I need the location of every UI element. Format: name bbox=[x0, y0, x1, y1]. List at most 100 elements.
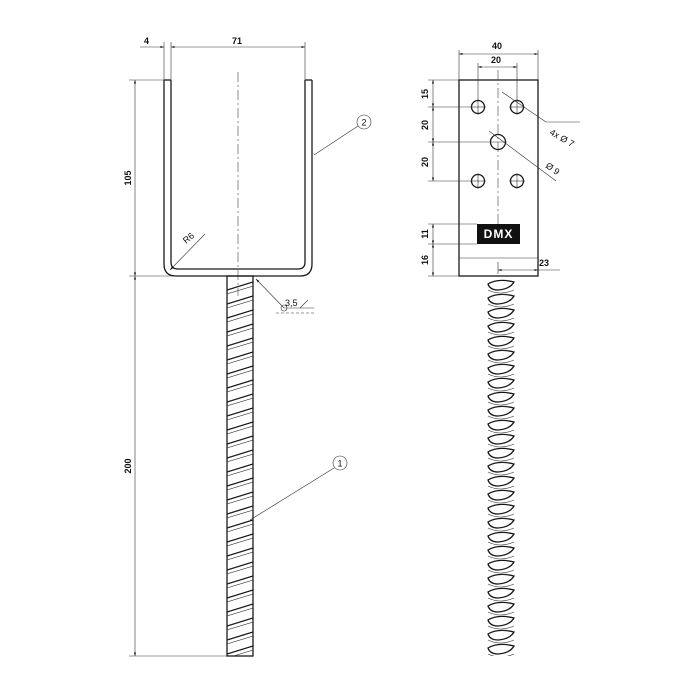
dim-width-total: 40 bbox=[492, 41, 502, 51]
rebar-rib-edge bbox=[487, 317, 515, 322]
rebar-rib-edge bbox=[487, 303, 515, 308]
base-plate bbox=[458, 79, 539, 277]
callout-1: 1 bbox=[249, 455, 348, 521]
rebar-rib bbox=[227, 547, 253, 557]
rebar-rib-edge bbox=[227, 551, 253, 561]
rebar-rib-edge bbox=[227, 313, 253, 323]
rebar-rib-edge bbox=[487, 345, 515, 350]
hole-label-outer: 4x Ø 7 bbox=[548, 127, 576, 149]
rebar-rib-edge bbox=[487, 429, 515, 434]
dim-vertical-1: 15 bbox=[420, 89, 430, 99]
dim-vertical-5: 16 bbox=[420, 255, 430, 265]
rebar-rib-edge bbox=[487, 569, 515, 574]
rebar-rib bbox=[227, 477, 253, 487]
rebar-rib bbox=[487, 629, 515, 641]
rebar-rib bbox=[487, 293, 515, 305]
rebar-rib bbox=[227, 393, 253, 403]
rebar-rib bbox=[227, 561, 253, 571]
rebar-rib bbox=[487, 377, 515, 389]
rebar-rib-edge bbox=[227, 327, 253, 337]
rebar-rib-edge bbox=[487, 555, 515, 560]
rebar-rib-edge bbox=[487, 541, 515, 546]
rebar-rib-edge bbox=[487, 611, 515, 616]
rebar-rib bbox=[227, 295, 253, 305]
rebar-rib-edge bbox=[487, 597, 515, 602]
rebar-rib-edge bbox=[487, 639, 515, 644]
rebar-rib bbox=[487, 321, 515, 333]
rebar-rib bbox=[487, 559, 515, 571]
rebar-rib bbox=[227, 365, 253, 375]
rebar-rib bbox=[227, 645, 253, 655]
rebar-rib-edge bbox=[227, 607, 253, 617]
radius-label: R6 bbox=[181, 230, 196, 245]
rebar-rib-edge bbox=[487, 359, 515, 364]
dim-height-lower: 200 bbox=[123, 458, 133, 473]
svg-text:1: 1 bbox=[337, 459, 342, 469]
rebar-rib-edge bbox=[227, 579, 253, 589]
dim-vertical-4: 11 bbox=[420, 229, 430, 239]
rebar-rib-edge bbox=[487, 443, 515, 448]
rebar-rib-edge bbox=[488, 668, 514, 671]
rebar-rib bbox=[227, 463, 253, 473]
rebar-rib bbox=[227, 505, 253, 515]
rebar-rib-edge bbox=[227, 509, 253, 519]
rebar-rib-edge bbox=[227, 635, 253, 645]
rebar-rib bbox=[487, 531, 515, 543]
rebar-rib-edge bbox=[487, 457, 515, 462]
rebar-rib bbox=[487, 349, 515, 361]
rebar-rib-edge bbox=[227, 411, 253, 421]
rebar-rib-edge bbox=[227, 439, 253, 449]
dim-rebar-offset: 23 bbox=[539, 258, 549, 268]
rebar-rib bbox=[487, 643, 515, 655]
rebar-rib-edge bbox=[487, 471, 515, 476]
rebar-rib-edge bbox=[227, 341, 253, 351]
rebar-rib bbox=[487, 503, 515, 515]
rebar-rib bbox=[487, 433, 515, 445]
rebar-rib bbox=[227, 631, 253, 641]
rebar-rib bbox=[227, 617, 253, 627]
svg-text:2: 2 bbox=[361, 118, 366, 128]
hole-label-center: Ø 9 bbox=[544, 160, 562, 177]
rebar-rib-edge bbox=[227, 495, 253, 505]
rebar-rib bbox=[487, 601, 515, 613]
rebar-rib bbox=[227, 449, 253, 459]
plate-holes bbox=[470, 99, 525, 189]
rebar-rib bbox=[487, 447, 515, 459]
weld-label: 3,5 bbox=[285, 298, 298, 308]
rebar-rib-edge bbox=[487, 401, 515, 406]
rebar-rib-edge bbox=[227, 397, 253, 407]
rebar-rib bbox=[487, 587, 515, 599]
rebar-rib bbox=[487, 335, 515, 347]
rebar-rib-edge bbox=[487, 373, 515, 378]
rebar-rib bbox=[227, 491, 253, 501]
rebar-rib-edge bbox=[227, 537, 253, 547]
dim-vertical-2: 20 bbox=[420, 120, 430, 130]
rebar-rib-edge bbox=[487, 387, 515, 392]
rebar-rib-edge bbox=[227, 621, 253, 631]
rebar-rib-edge bbox=[227, 467, 253, 477]
rebar-rib bbox=[487, 363, 515, 375]
front-rebar bbox=[226, 275, 254, 657]
rebar-rib-edge bbox=[487, 625, 515, 630]
rebar-rib-edge bbox=[487, 513, 515, 518]
dim-top-small: 4 bbox=[144, 36, 149, 46]
dim-vertical-3: 20 bbox=[420, 157, 430, 167]
rebar-rib bbox=[487, 489, 515, 501]
rebar-rib-edge bbox=[487, 289, 515, 294]
dim-height-upper: 105 bbox=[123, 170, 133, 185]
callout-2: 2 bbox=[313, 114, 372, 156]
rebar-rib-edge bbox=[227, 453, 253, 463]
rebar-rib-edge bbox=[487, 499, 515, 504]
dim-top-width: 71 bbox=[232, 36, 242, 46]
rebar-rib-edge bbox=[227, 523, 253, 533]
rebar-rib-edge bbox=[487, 331, 515, 336]
rebar-rib-edge bbox=[227, 565, 253, 575]
rebar-rib-edge bbox=[227, 299, 253, 309]
rebar-rib-edge bbox=[227, 593, 253, 603]
rebar-rib bbox=[487, 517, 515, 529]
rebar-rib bbox=[227, 309, 253, 319]
rebar-rib bbox=[487, 475, 515, 487]
rebar-rib bbox=[487, 615, 515, 627]
rebar-rib bbox=[227, 407, 253, 417]
